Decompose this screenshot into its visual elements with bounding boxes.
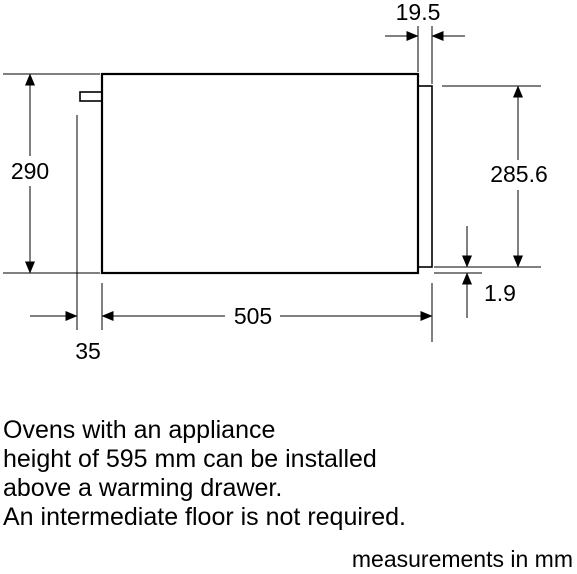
dim-label-285-6: 285.6 [490,161,548,187]
dim-label-290: 290 [11,158,49,184]
drawer-body [100,72,420,275]
note-line: Ovens with an appliance [3,416,276,444]
rear-stub [79,91,103,102]
dim-label-19-5: 19.5 [396,0,441,25]
units-caption: measurements in mm [351,546,573,572]
dim-label-505: 505 [234,303,272,329]
note-line: above a warming drawer. [3,474,283,502]
dim-label-35: 35 [75,338,101,364]
note-line: height of 595 mm can be installed [3,445,377,473]
note-line: An intermediate floor is not required. [3,503,406,531]
drawer-front-panel [417,85,433,268]
warming-drawer-dimension-drawing: 19.5 290 285.6 1.9 505 35 [3,0,548,364]
installation-notes: Ovens with an appliance height of 595 mm… [3,416,406,532]
dim-label-1-9: 1.9 [484,280,516,306]
